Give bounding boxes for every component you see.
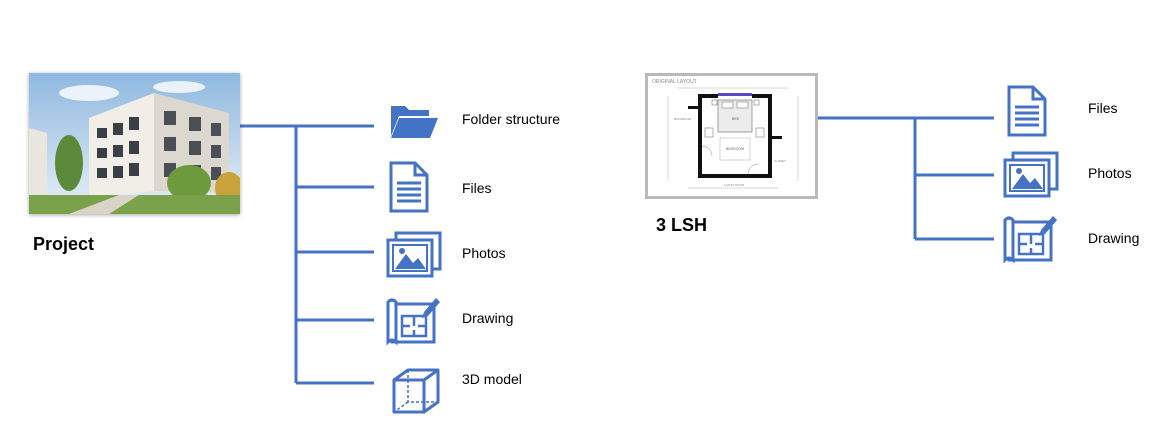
folder-icon — [389, 100, 439, 140]
file-icon — [1007, 85, 1047, 137]
item-label-files-right: Files — [1088, 100, 1118, 116]
item-label-folder-structure: Folder structure — [462, 111, 561, 127]
drawing-icon — [1003, 212, 1059, 264]
item-label-drawing: Drawing — [462, 310, 514, 326]
file-icon — [389, 161, 429, 213]
cube-icon — [390, 366, 442, 416]
item-label-3d-model: 3D model — [462, 371, 522, 387]
floor-plan-bathroom-label: BATHROOM — [674, 117, 692, 121]
lsh-title: 3 LSH — [656, 215, 708, 235]
item-label-files: Files — [462, 180, 492, 196]
photos-icon — [1003, 150, 1059, 198]
floor-plan-bed-label: BED — [732, 117, 740, 121]
item-label-photos: Photos — [462, 245, 506, 261]
floor-plan-caption: ORIGINAL LAYOUT — [652, 79, 697, 85]
floor-plan-bedroom-label: BEDROOM — [726, 147, 744, 151]
item-label-photos-right: Photos — [1088, 165, 1132, 181]
floor-plan-closet-label: CLOSET — [774, 159, 786, 163]
photos-icon — [386, 230, 442, 278]
drawing-icon — [386, 294, 442, 346]
item-label-drawing-right: Drawing — [1088, 230, 1140, 246]
project-photo — [29, 73, 243, 214]
floor-plan-thumbnail: ORIGINAL LAYOUT BED BEDRO — [645, 73, 818, 199]
floor-plan-living-room-label: LIVING ROOM — [724, 183, 745, 187]
project-title: Project — [33, 234, 95, 254]
